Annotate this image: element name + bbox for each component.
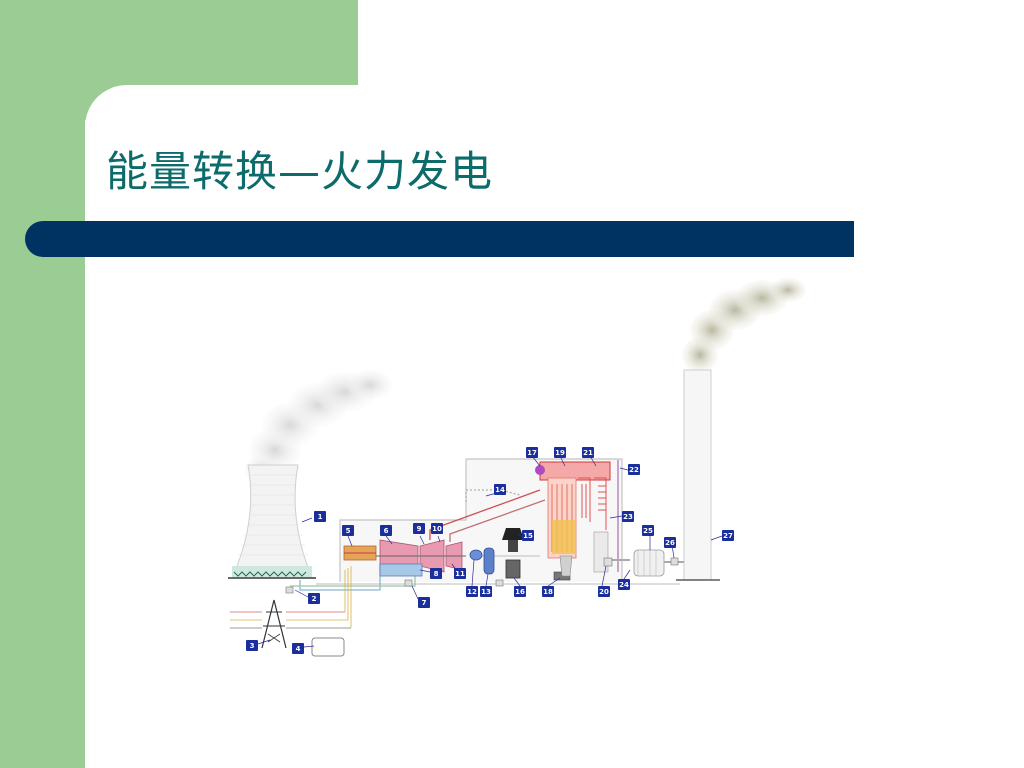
svg-text:27: 27 — [723, 532, 733, 540]
callout-2: 2 — [308, 593, 320, 604]
chimney-smoke — [682, 278, 806, 373]
svg-text:26: 26 — [665, 539, 675, 547]
boiler — [535, 460, 619, 577]
title-underline-bar — [25, 221, 854, 257]
callout-17: 17 — [526, 447, 538, 458]
svg-text:2: 2 — [312, 595, 317, 603]
svg-text:16: 16 — [515, 588, 525, 596]
callout-12: 12 — [466, 586, 478, 597]
callout-13: 13 — [480, 586, 492, 597]
svg-text:19: 19 — [555, 449, 565, 457]
svg-text:22: 22 — [629, 466, 639, 474]
svg-text:15: 15 — [523, 532, 533, 540]
flue-gas-path — [603, 549, 684, 577]
callout-8: 8 — [430, 568, 442, 579]
cooling-water-pipes — [290, 565, 416, 591]
steam-pipes — [429, 489, 546, 557]
svg-text:13: 13 — [481, 588, 491, 596]
decorative-green-band-left — [0, 0, 85, 768]
callout-11: 11 — [454, 568, 466, 579]
svg-text:25: 25 — [643, 527, 653, 535]
svg-text:6: 6 — [384, 527, 389, 535]
callout-20: 20 — [598, 586, 610, 597]
svg-text:5: 5 — [346, 527, 351, 535]
callout-5: 5 — [342, 525, 354, 536]
pumps — [285, 579, 504, 594]
svg-text:9: 9 — [417, 525, 422, 533]
callout-1: 1 — [314, 511, 326, 522]
slide-title: 能量转换—火力发电 — [106, 147, 494, 196]
svg-text:8: 8 — [434, 570, 439, 578]
svg-text:21: 21 — [583, 449, 593, 457]
transmission — [230, 566, 352, 657]
callout-4: 4 — [292, 643, 304, 654]
callout-16: 16 — [514, 586, 526, 597]
svg-text:3: 3 — [250, 642, 255, 650]
cooling-tower — [228, 464, 316, 579]
callout-24: 24 — [618, 579, 630, 590]
svg-text:10: 10 — [432, 525, 442, 533]
callout-26: 26 — [664, 537, 676, 548]
callout-14: 14 — [494, 484, 506, 495]
callout-25: 25 — [642, 525, 654, 536]
svg-text:17: 17 — [527, 449, 537, 457]
callout-23: 23 — [622, 511, 634, 522]
callout-10: 10 — [431, 523, 443, 534]
callout-3: 3 — [246, 640, 258, 651]
callout-6: 6 — [380, 525, 392, 536]
callout-22: 22 — [628, 464, 640, 475]
callout-7: 7 — [418, 597, 430, 608]
callout-15: 15 — [522, 530, 534, 541]
svg-text:24: 24 — [619, 581, 629, 589]
callout-27: 27 — [722, 530, 734, 541]
svg-text:7: 7 — [422, 599, 427, 607]
svg-text:18: 18 — [543, 588, 553, 596]
callout-19: 19 — [554, 447, 566, 458]
svg-text:20: 20 — [599, 588, 609, 596]
callout-21: 21 — [582, 447, 594, 458]
svg-text:12: 12 — [467, 588, 477, 596]
callout-18: 18 — [542, 586, 554, 597]
content-area — [85, 85, 1024, 768]
svg-text:23: 23 — [623, 513, 633, 521]
svg-text:14: 14 — [495, 486, 505, 494]
chimney — [683, 369, 712, 581]
turbine-generator — [343, 539, 466, 577]
svg-text:4: 4 — [296, 645, 301, 653]
svg-text:11: 11 — [455, 570, 465, 578]
callout-9: 9 — [413, 523, 425, 534]
svg-text:1: 1 — [318, 513, 323, 521]
